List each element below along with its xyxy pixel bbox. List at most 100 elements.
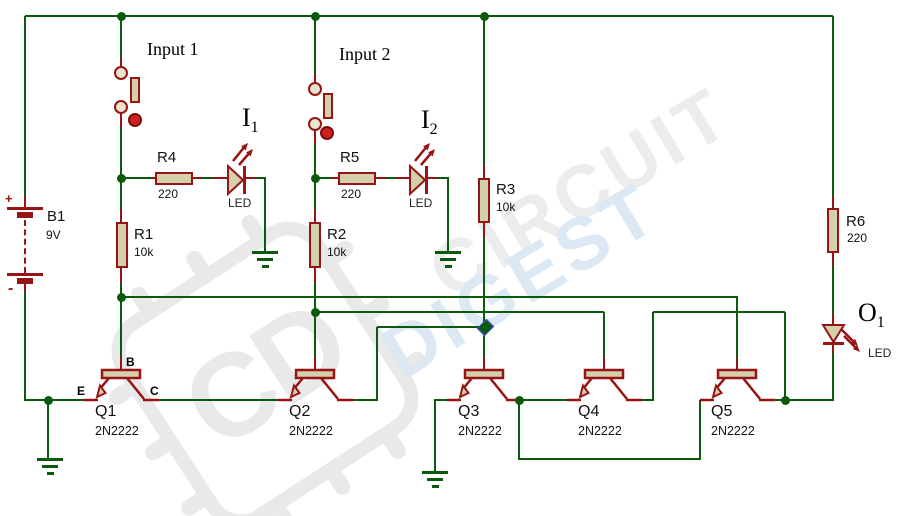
wire-segment	[519, 458, 701, 460]
component-pin	[483, 358, 485, 371]
ground-symbol-icon	[444, 265, 452, 268]
wire-segment	[120, 282, 122, 298]
button-toggle-dot[interactable]	[320, 126, 334, 140]
wire-segment	[832, 265, 834, 315]
resistor-r3-body	[478, 178, 490, 223]
wire-segment	[120, 297, 122, 358]
junction-dot	[44, 396, 53, 405]
component-pin	[483, 223, 485, 238]
wire-segment	[832, 16, 834, 196]
wire-segment	[652, 312, 654, 401]
component-pin	[832, 196, 834, 209]
button-toggle-dot[interactable]	[128, 113, 142, 127]
component-pin	[314, 268, 316, 283]
wire-segment	[351, 399, 378, 401]
button-terminal[interactable]	[308, 117, 322, 131]
wire-segment	[120, 16, 122, 58]
component-pin	[24, 196, 26, 209]
component-pin	[120, 358, 122, 371]
wire-segment	[832, 352, 834, 401]
transistor-part-number: 2N2222	[578, 424, 622, 438]
wire-segment	[774, 399, 834, 401]
battery-plate-long	[7, 207, 43, 210]
wire-segment	[316, 177, 331, 179]
battery-plate-long	[7, 273, 43, 276]
ground-symbol-icon	[252, 251, 278, 254]
component-pin	[120, 209, 122, 223]
transistor-q3-symbol	[447, 368, 522, 402]
chip-pin-icon	[321, 460, 354, 498]
button-terminal[interactable]	[114, 66, 128, 80]
component-pin	[832, 345, 834, 353]
resistor-value: 10k	[327, 245, 347, 259]
ground-symbol-icon	[427, 478, 443, 481]
wire-segment	[483, 327, 485, 358]
battery-plate-short	[17, 212, 33, 218]
resistor-ref: R6	[846, 213, 866, 230]
resistor-r1-body	[116, 222, 128, 268]
wire-segment	[653, 311, 785, 313]
wire-segment	[256, 177, 266, 179]
wire-segment	[315, 311, 604, 313]
button-plunger[interactable]	[323, 93, 333, 119]
resistor-value: 220	[341, 187, 362, 201]
wire-segment	[200, 177, 214, 179]
chip-pin-icon	[376, 424, 409, 463]
transistor-ref: Q5	[711, 403, 733, 420]
battery-plate-short	[17, 278, 33, 284]
resistor-value: 220	[847, 231, 868, 245]
wire-segment	[483, 237, 485, 328]
button-terminal[interactable]	[114, 100, 128, 114]
resistor-value: 220	[158, 187, 179, 201]
wire-segment	[736, 297, 738, 358]
wire-segment	[314, 282, 316, 313]
component-pin	[736, 358, 738, 371]
component-pin	[832, 253, 834, 266]
component-pin	[376, 177, 385, 179]
battery-value: 9V	[46, 228, 61, 242]
battery-cell-dashes	[24, 220, 26, 273]
button-plunger[interactable]	[130, 77, 140, 103]
junction-dot	[311, 174, 320, 183]
component-pin	[832, 314, 834, 326]
wire-segment	[122, 177, 151, 179]
component-pin	[603, 358, 605, 371]
wire-segment	[447, 178, 449, 253]
transistor-part-number: 2N2222	[95, 424, 139, 438]
resistor-ref: R4	[157, 149, 177, 166]
ground-symbol-icon	[42, 465, 58, 468]
wire-segment	[376, 327, 378, 401]
button-terminal[interactable]	[308, 82, 322, 96]
led-type-label: LED	[868, 346, 892, 360]
transistor-part-number: 2N2222	[289, 424, 333, 438]
ground-symbol-icon	[46, 472, 54, 475]
transistor-part-number: 2N2222	[458, 424, 502, 438]
wire-segment	[641, 399, 654, 401]
component-pin	[193, 177, 201, 179]
wire-segment	[314, 143, 316, 179]
resistor-value: 10k	[134, 245, 154, 259]
ground-symbol-icon	[257, 258, 273, 261]
wire-segment	[25, 399, 87, 401]
chip-pin-icon	[183, 247, 216, 285]
battery-ref: B1	[47, 208, 66, 225]
component-pin	[24, 279, 26, 292]
component-pin	[426, 177, 438, 179]
component-pin	[214, 177, 229, 179]
transistor-ref: Q1	[95, 403, 117, 420]
transistor-ref: Q2	[289, 403, 311, 420]
resistor-r2-body	[309, 222, 321, 268]
led-type-label: LED	[228, 196, 252, 210]
junction-dot	[117, 12, 126, 21]
junction-dot	[781, 396, 790, 405]
wire-segment	[518, 400, 520, 460]
chip-pin-icon	[177, 486, 216, 516]
transistor-part-number: 2N2222	[711, 424, 755, 438]
wire-segment	[699, 400, 701, 460]
resistor-ref: R5	[340, 149, 360, 166]
component-pin	[314, 129, 316, 144]
junction-dot	[480, 12, 489, 21]
wire-segment	[120, 178, 122, 209]
ground-symbol-icon	[37, 458, 63, 461]
wire-segment	[122, 296, 738, 298]
